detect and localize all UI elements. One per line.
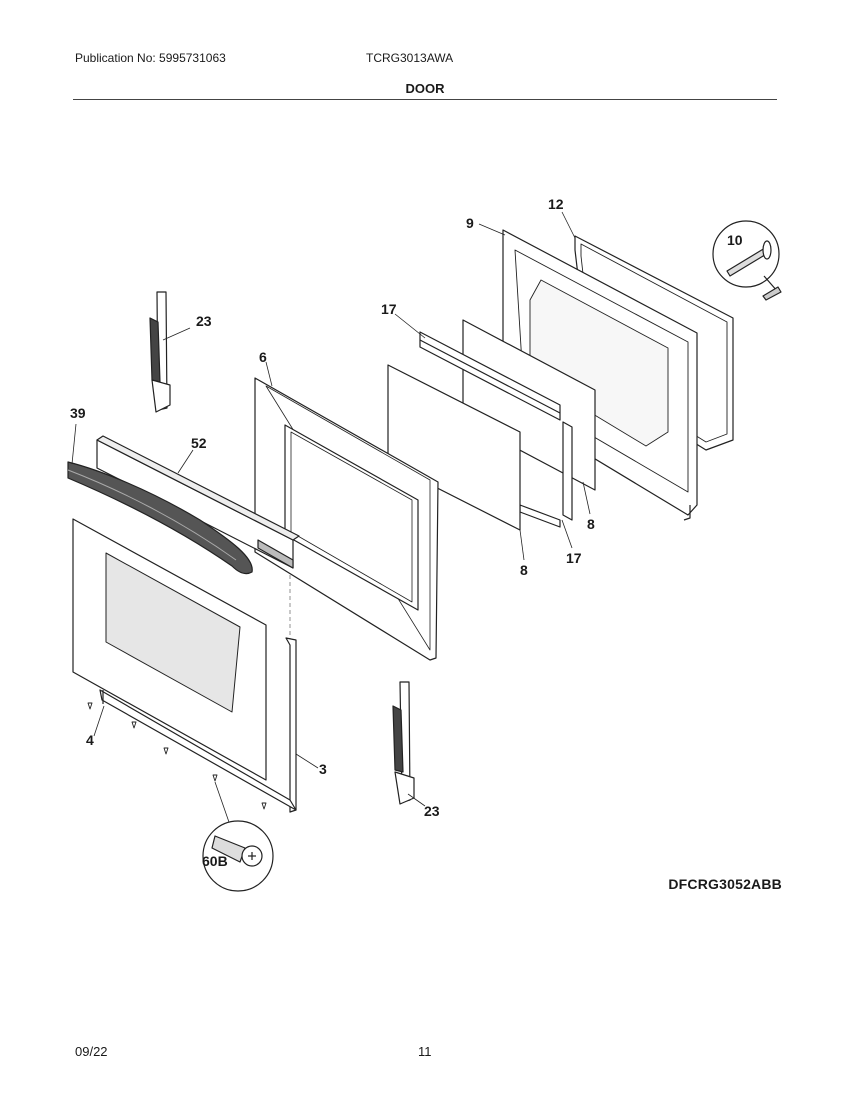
callout-8-rear: 8	[587, 516, 595, 532]
callout-17-lower: 17	[566, 550, 582, 566]
part-17-glass-frame	[419, 331, 573, 528]
callout-6: 6	[259, 349, 267, 365]
part-52-trim-bar	[96, 435, 300, 569]
callout-4: 4	[86, 732, 94, 748]
leader-lines	[71, 211, 591, 807]
callout-8-front: 8	[520, 562, 528, 578]
screw-set	[87, 702, 267, 826]
page-number: 11	[418, 1044, 432, 1059]
diagram-code: DFCRG3052ABB	[668, 876, 782, 892]
callout-52: 52	[191, 435, 207, 451]
callout-23-upper: 23	[196, 313, 212, 329]
part-8-rear-glass	[462, 319, 596, 491]
part-60b-screw-callout	[202, 820, 274, 892]
callout-23-lower: 23	[424, 803, 440, 819]
callout-39: 39	[70, 405, 86, 421]
section-title: DOOR	[405, 81, 445, 96]
callout-3: 3	[319, 761, 327, 777]
part-10-screw-callout	[712, 220, 782, 301]
model-number: TCRG3013AWA	[366, 51, 454, 65]
part-39-door-handle	[67, 461, 253, 575]
callout-12: 12	[548, 196, 564, 212]
part-23-upper-hinge	[149, 291, 171, 413]
callout-60b: 60B	[202, 853, 228, 869]
part-3-outer-door-panel	[72, 518, 297, 813]
callout-9: 9	[466, 215, 474, 231]
header-rule	[73, 99, 777, 100]
footer-date: 09/22	[75, 1044, 108, 1059]
callout-17-upper: 17	[381, 301, 397, 317]
publication-number: Publication No: 5995731063	[75, 51, 226, 65]
callout-10: 10	[727, 232, 743, 248]
part-23-lower-hinge	[392, 681, 415, 805]
